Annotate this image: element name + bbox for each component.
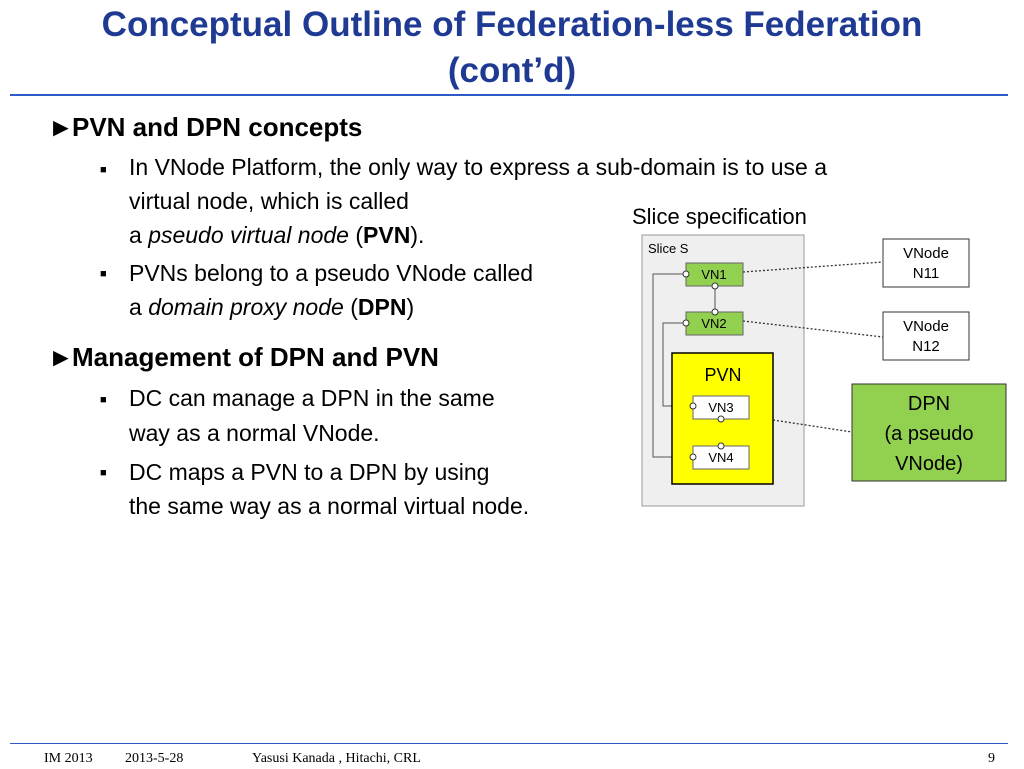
vnode-n11-label1: VNode [903,245,949,262]
square-bullet-icon: ■ [100,394,107,406]
slide-title: Conceptual Outline of Federation-less Fe… [0,2,1024,94]
bullet-text: virtual node, which is called [129,188,409,214]
section-management-heading: ►Management of DPN and PVN [48,341,439,373]
square-bullet-icon: ■ [100,164,107,176]
bullet-text: the same way as a normal virtual node. [129,493,530,519]
port-circles [682,270,725,461]
bullet-text-dpn: a domain proxy node (DPN) [129,294,415,320]
slide-title-line1: Conceptual Outline of Federation-less Fe… [101,5,923,44]
footer-page-number: 9 [988,751,995,766]
section-heading-text: Management of DPN and PVN [72,342,439,372]
mapping-lines [742,261,884,433]
dpn-label3: VNode) [895,453,963,475]
footer-divider [10,743,1008,744]
triangle-bullet-icon: ► [48,112,74,142]
section-heading-text: PVN and DPN concepts [72,112,363,142]
vn4-label: VN4 [708,450,733,465]
bullet-text: way as a normal VNode. [129,420,380,446]
section-pvn-dpn-heading: ►PVN and DPN concepts [48,111,362,143]
bullet-text-pvn: a pseudo virtual node (PVN). [129,222,425,248]
vn2-label: VN2 [701,316,726,331]
dpn-box [851,383,1007,482]
slice-spec-label: Slice specification [632,204,807,229]
vnode-n11-label2: N11 [913,265,939,282]
bullet-text: In VNode Platform, the only way to expre… [129,154,828,180]
bullet-text: PVNs belong to a pseudo VNode called [129,260,534,286]
dpn-label2: (a pseudo [885,423,974,445]
square-bullet-icon: ■ [100,467,107,479]
slice-s-label: Slice S [648,241,689,256]
vnode-n12-box [882,311,970,361]
bullet-text: DC maps a PVN to a DPN by using [129,459,490,485]
title-divider [10,94,1008,96]
vnode-n11-box [882,238,970,288]
vnode-n12-label2: N12 [912,338,940,355]
slide-title-line2: (cont’d) [447,51,577,90]
vnode-n12-label1: VNode [903,318,949,335]
triangle-bullet-icon: ► [48,342,74,372]
vn1-label: VN1 [701,267,726,282]
square-bullet-icon: ■ [100,268,107,280]
pvn-label: PVN [704,365,741,385]
footer-author: Yasusi Kanada , Hitachi, CRL [252,751,421,766]
vn3-label: VN3 [708,400,733,415]
footer-conference: IM 2013 [44,751,93,766]
bullet-text: DC can manage a DPN in the same [129,385,495,411]
dpn-label1: DPN [908,393,950,415]
footer-date: 2013-5-28 [125,751,184,766]
